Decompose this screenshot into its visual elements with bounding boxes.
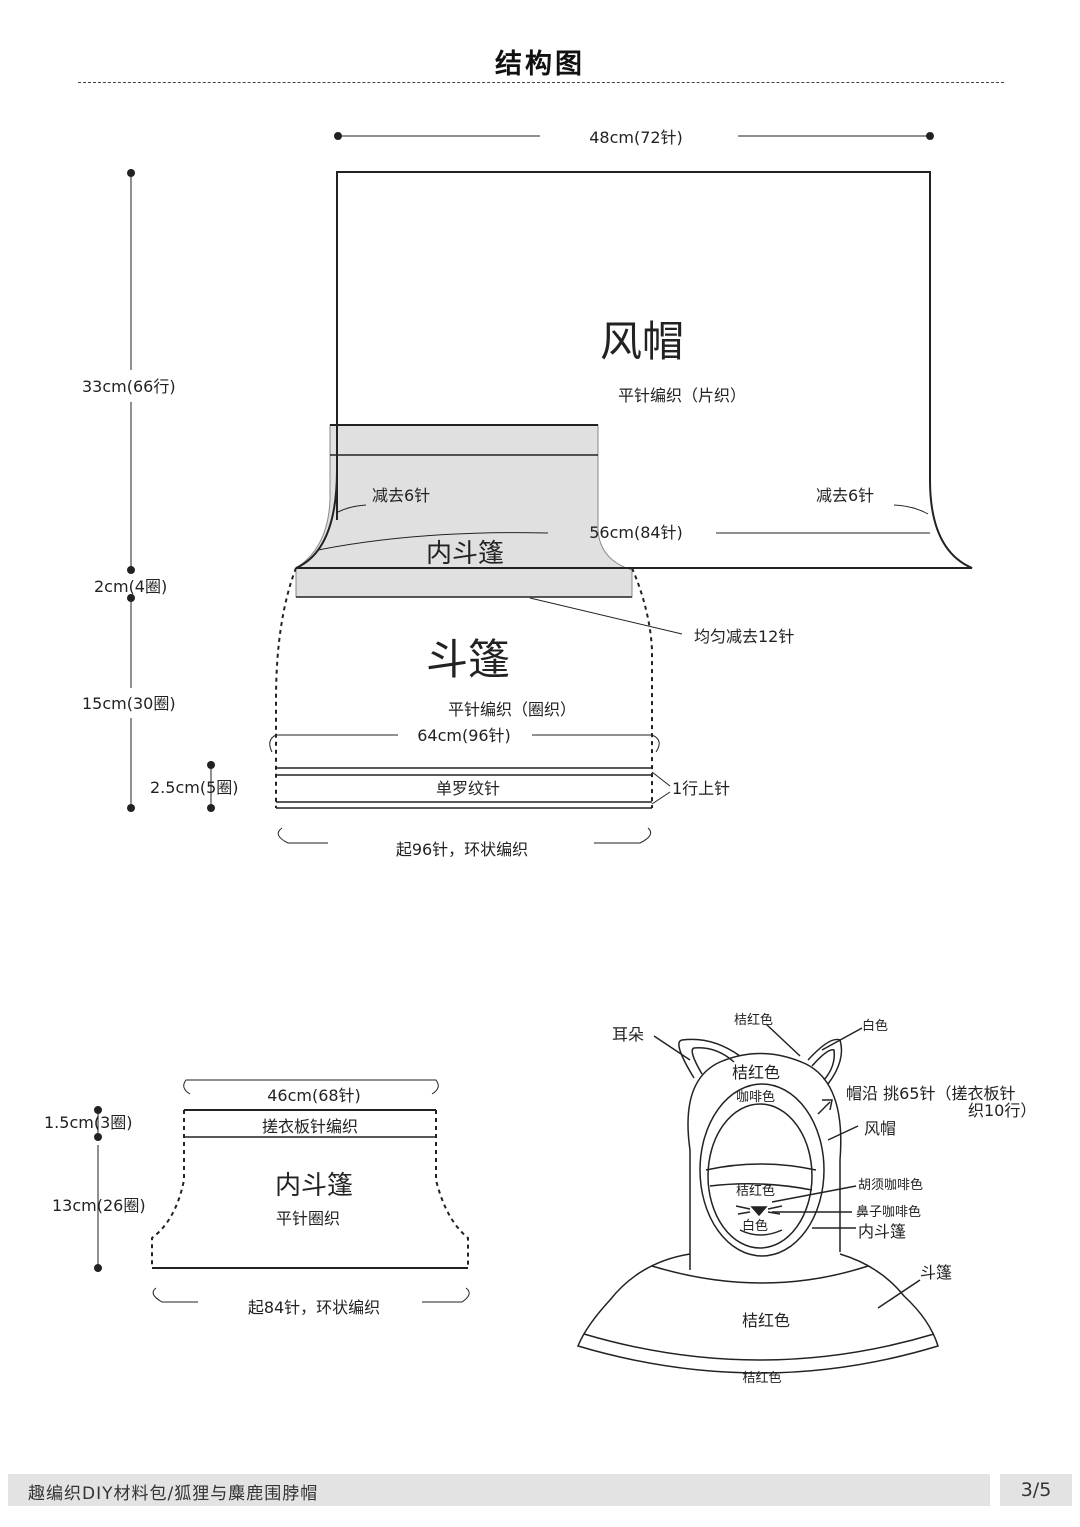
cape-subtitle: 平针编织（圈织） (448, 700, 576, 719)
orange-body-label: 桔红色 (742, 1311, 790, 1330)
page-title: 结构图 (495, 49, 585, 80)
inner-cape-schematic (94, 1079, 470, 1303)
ear-label: 耳朵 (612, 1025, 644, 1044)
height-label: 33cm(66行) (82, 377, 176, 396)
width-label: 48cm(72针) (589, 128, 683, 147)
white-top-label: 白色 (862, 1018, 888, 1034)
inner-width-label: 46cm(68针) (267, 1086, 361, 1105)
decrease-left-label: 减去6针 (372, 486, 430, 505)
decrease-right-label: 减去6针 (816, 486, 874, 505)
inner-subtitle: 平针圈织 (276, 1209, 340, 1228)
whisker-label: 胡须咖啡色 (858, 1177, 923, 1193)
fox-figure-labels: 耳朵 桔红色 白色 桔红色 咖啡色 帽沿 挑65针（搓衣板针 织10行） 风帽 … (612, 1012, 1036, 1386)
brim-label: 帽沿 挑65针（搓衣板针 (846, 1084, 1015, 1103)
orange-face-label: 桔红色 (736, 1183, 775, 1199)
footer-text: 趣编织DIY材料包/狐狸与麋鹿围脖帽 (28, 1484, 319, 1504)
inner-cape-labels: 46cm(68针) 1.5cm(3圈) 搓衣板针编织 13cm(26圈) 内斗篷… (44, 1086, 380, 1317)
fox-hood-figure (576, 1023, 939, 1374)
orange-head-label: 桔红色 (732, 1063, 780, 1082)
inner-height-label: 13cm(26圈) (52, 1196, 146, 1215)
mid-width-label: 56cm(84针) (589, 523, 683, 542)
page-number: 3/5 (1000, 1474, 1072, 1506)
cape-height-label: 15cm(30圈) (82, 694, 176, 713)
coffee-label: 咖啡色 (736, 1089, 775, 1105)
white-face-label: 白色 (742, 1218, 768, 1234)
inner-rib-height-label: 1.5cm(3圈) (44, 1113, 133, 1132)
hood-subtitle: 平针编织（片织） (618, 386, 746, 405)
inner-title: 内斗篷 (275, 1171, 353, 1201)
inner-rib-label: 搓衣板针编织 (262, 1117, 358, 1136)
nose-label: 鼻子咖啡色 (856, 1204, 921, 1220)
orange-top-label: 桔红色 (734, 1012, 773, 1028)
rib-label: 单罗纹针 (436, 779, 500, 798)
cape-width-label: 64cm(96针) (417, 726, 511, 745)
purl-row-label: 1行上针 (672, 779, 730, 798)
cape-title: 斗篷 (426, 635, 510, 684)
orange-hem-label: 桔红色 (742, 1370, 781, 1386)
inner-cast-on-label: 起84针，环状编织 (248, 1298, 380, 1317)
band-height-label: 2cm(4圈) (94, 577, 167, 596)
inner-cape-label: 内斗篷 (426, 539, 504, 569)
even-decrease-label: 均匀减去12针 (694, 627, 794, 646)
figure-inner-cape-label: 内斗篷 (858, 1222, 906, 1241)
footer-bar: 趣编织DIY材料包/狐狸与麋鹿围脖帽 (8, 1474, 990, 1506)
top-schematic (127, 132, 973, 844)
top-labels: 48cm(72针) 33cm(66行) 风帽 平针编织（片织） 减去6针 减去6… (82, 128, 874, 859)
title-divider (78, 82, 1004, 83)
figure-cape-label: 斗篷 (920, 1263, 952, 1282)
rib-height-label: 2.5cm(5圈) (150, 778, 239, 797)
hood-label: 风帽 (864, 1119, 896, 1138)
brim-label-2: 织10行） (968, 1101, 1036, 1120)
cast-on-label: 起96针，环状编织 (396, 840, 528, 859)
hood-title: 风帽 (600, 317, 684, 366)
